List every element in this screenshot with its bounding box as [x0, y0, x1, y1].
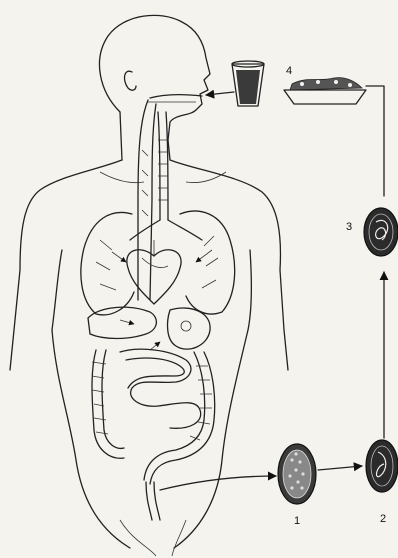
unembryonated-egg-icon [278, 444, 316, 504]
glass-water [236, 70, 260, 104]
food-tray-icon [284, 90, 366, 104]
left-lung [81, 212, 134, 314]
small-intestine [120, 349, 201, 428]
larvated-egg-icon [364, 208, 398, 256]
esophagus [138, 100, 156, 300]
stage-label-2: 2 [380, 513, 386, 525]
arrow-egg1-to-egg2 [318, 466, 362, 470]
embryonating-egg-icon [366, 440, 398, 492]
cycle-arrows [160, 86, 384, 490]
rectum [146, 482, 160, 520]
stage-label-1: 1 [294, 515, 300, 527]
liver [88, 307, 156, 338]
stage-label-4: 4 [286, 65, 292, 77]
arrow-egg3-to-food [366, 86, 384, 196]
oral-cavity [148, 95, 202, 102]
right-lung [180, 211, 235, 314]
contaminated-food-water-icon [232, 61, 366, 106]
heart [127, 240, 181, 304]
stage-label-3: 3 [346, 221, 352, 233]
arrow-food-to-mouth [206, 92, 234, 95]
stomach [168, 308, 211, 349]
large-intestine [92, 350, 215, 484]
